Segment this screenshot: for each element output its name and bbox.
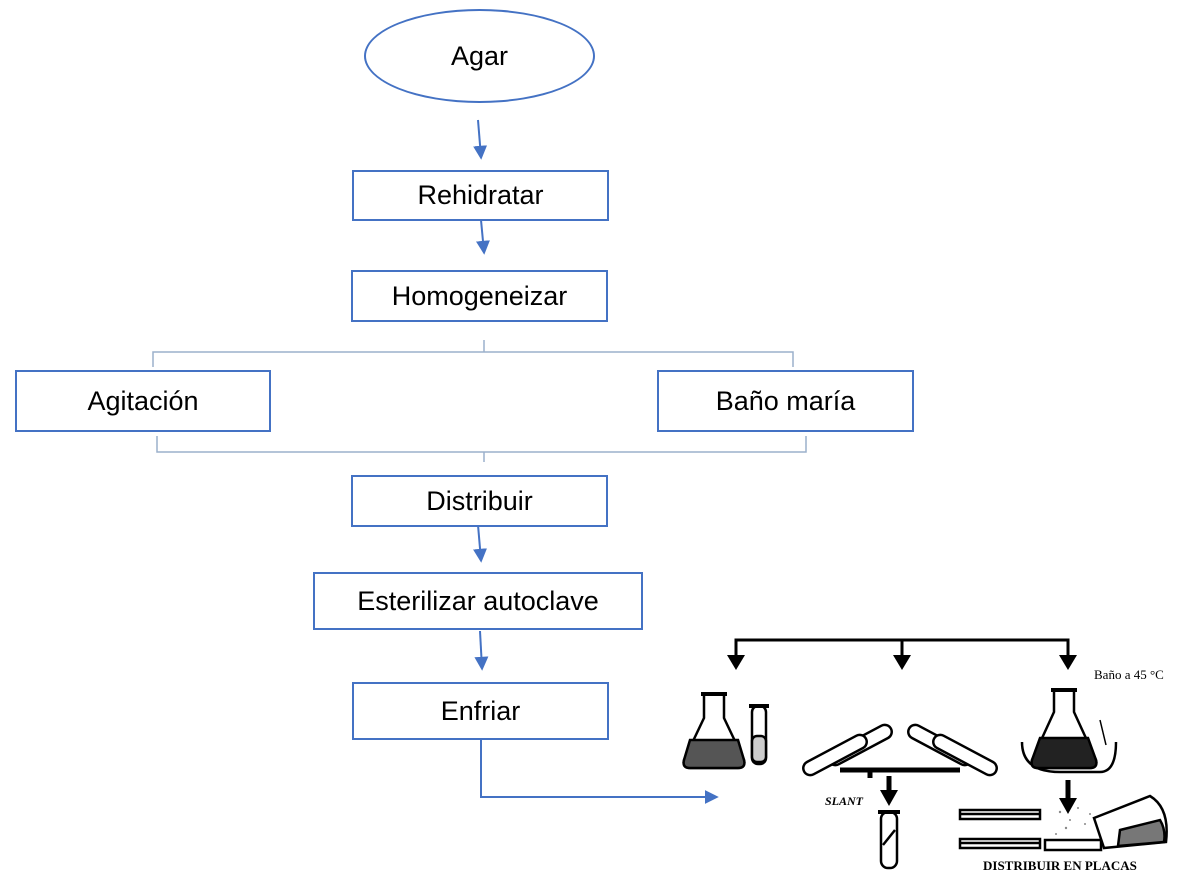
arrow-rehidratar-to-homogeneizar (475, 219, 490, 255)
flow-connectors (473, 119, 719, 804)
down-arrow-bath-icon (1059, 798, 1077, 814)
step-rehidratar: Rehidratar (352, 170, 609, 221)
step-homogeneizar-label: Homogeneizar (391, 280, 568, 311)
split-bracket (152, 351, 794, 367)
test-tube-icon (749, 704, 769, 766)
step-distribuir-label: Distribuir (426, 485, 533, 516)
start-node-label: Agar (450, 40, 509, 71)
step-rehidratar-label: Rehidratar (417, 180, 544, 210)
slanted-tubes-icon (802, 723, 998, 778)
step-bano-maria: Baño maría (657, 370, 914, 432)
step-agitacion-label: Agitación (87, 385, 199, 416)
step-agitacion: Agitación (15, 370, 271, 432)
pouring-flask-icon (1043, 794, 1168, 852)
arrow-agar-to-rehidratar (473, 119, 488, 160)
arrow-enfriar-to-illustration (480, 740, 719, 804)
down-arrow-left-icon (727, 655, 745, 670)
branch-brackets (152, 340, 807, 462)
slant-tube-icon (878, 810, 900, 870)
step-distribuir: Distribuir (351, 475, 608, 527)
down-arrow-slant-icon (880, 790, 898, 806)
down-arrow-middle-icon (893, 655, 911, 670)
flask-icon (682, 692, 746, 770)
step-homogeneizar: Homogeneizar (351, 270, 608, 322)
step-esterilizar-label: Esterilizar autoclave (357, 585, 599, 616)
distribute-plates-label: DISTRIBUIR EN PLACAS (983, 858, 1137, 873)
pour-droplets (1055, 807, 1091, 835)
arrow-esterilizar-to-enfriar (474, 630, 489, 671)
step-enfriar-label: Enfriar (440, 695, 521, 726)
step-bano-maria-label: Baño maría (715, 385, 856, 416)
down-arrow-right-icon (1059, 655, 1077, 670)
merge-bracket (156, 436, 807, 453)
start-node-agar: Agar (364, 9, 595, 103)
step-enfriar: Enfriar (352, 682, 609, 740)
petri-plates-icon (958, 808, 1042, 850)
arrow-distribuir-to-esterilizar (473, 524, 488, 563)
slant-label: SLANT (825, 794, 864, 808)
step-esterilizar-autoclave: Esterilizar autoclave (313, 572, 643, 630)
bath-temperature-label: Baño a 45 °C (1094, 667, 1164, 682)
water-bath-icon (1020, 688, 1118, 774)
lab-illustration (682, 638, 1168, 870)
